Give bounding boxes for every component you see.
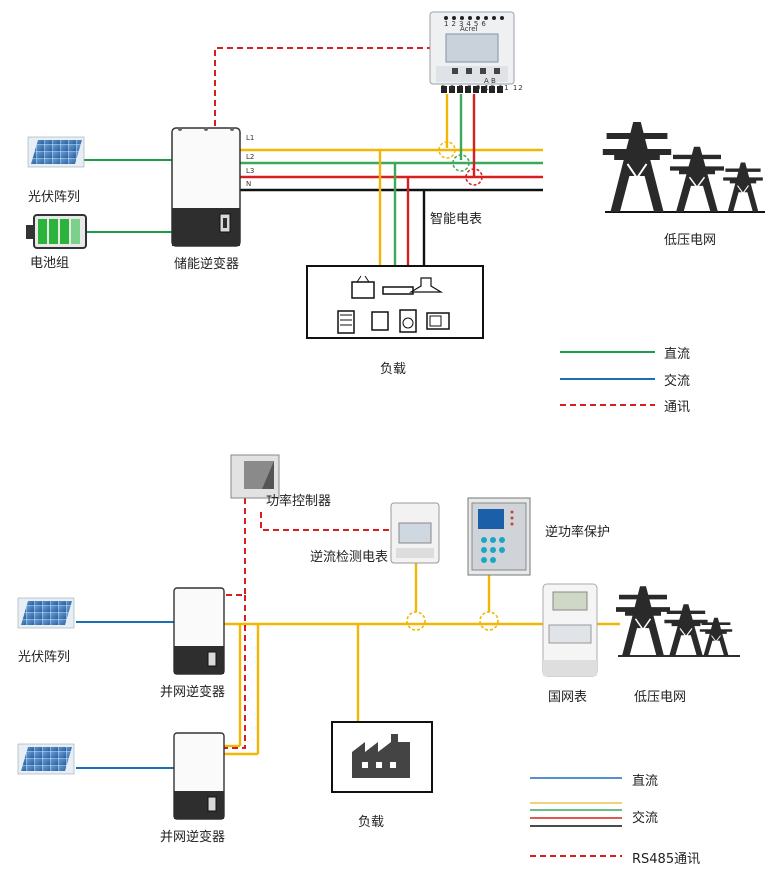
bottom-grid-label: 低压电网 [634,690,687,705]
meter-brand-label: Acrel [460,25,478,33]
smart-meter-device [429,11,515,93]
bus-l3-label: L3 [246,167,255,175]
bottom-grid-towers-icon [616,586,740,656]
top-grid-towers-icon [603,122,765,212]
top-grid-label: 低压电网 [664,233,717,248]
bus-n-label: N [246,180,252,188]
bottom-load-label: 负载 [358,815,385,830]
grid-inverter-2-label: 并网逆变器 [160,830,226,845]
top-pv-array-icon [27,136,85,168]
power-controller-label: 功率控制器 [266,494,332,509]
top-comm-line [214,47,430,126]
meter-terminals-bottom: 5 6 7 8 9 10 11 12 [441,84,524,92]
bottom-load-box [331,721,433,793]
bottom-pv-array-2-icon [17,743,75,775]
bus-l1-label: L1 [246,134,255,142]
meter-ab-label: A B [484,77,496,85]
storage-inverter-label: 储能逆变器 [174,257,240,272]
legend-top-ac-label: 交流 [664,374,691,389]
legend-bottom-dc-label: 直流 [632,774,659,789]
legend-bottom-ac-label: 交流 [632,811,659,826]
state-grid-meter-label: 国网表 [548,690,588,705]
power-controller-device [230,454,280,499]
grid-inverter-1-device [173,587,225,675]
top-pv-array-label: 光伏阵列 [28,190,81,205]
storage-inverter-device [171,127,241,247]
backflow-meter-label: 逆流检测电表 [310,550,389,565]
legend-top-comm-label: 通讯 [664,400,691,415]
bus-l2-label: L2 [246,153,255,161]
meter-terminals-top: 123456 [444,20,489,28]
grid-inverter-1-label: 并网逆变器 [160,685,226,700]
ct-l3 [465,168,483,186]
reverse-power-protect-label: 逆功率保护 [545,525,611,540]
bottom-pv-array-label: 光伏阵列 [18,650,71,665]
state-grid-meter-device [542,583,598,677]
ct-l1 [438,141,456,159]
battery-label: 电池组 [30,256,70,271]
backflow-meter-device [390,502,440,564]
top-load-label: 负载 [380,362,407,377]
grid-inverter-2-device [173,732,225,820]
bottom-pv-array-1-icon [17,597,75,629]
legend-top-dc-label: 直流 [664,347,691,362]
reverse-power-protection-device [467,497,531,576]
ct-l2 [452,154,470,172]
battery-icon [26,214,87,249]
smart-meter-label: 智能电表 [430,212,483,227]
top-load-box [306,265,484,339]
legend-bottom-comm-label: RS485通讯 [632,852,701,867]
